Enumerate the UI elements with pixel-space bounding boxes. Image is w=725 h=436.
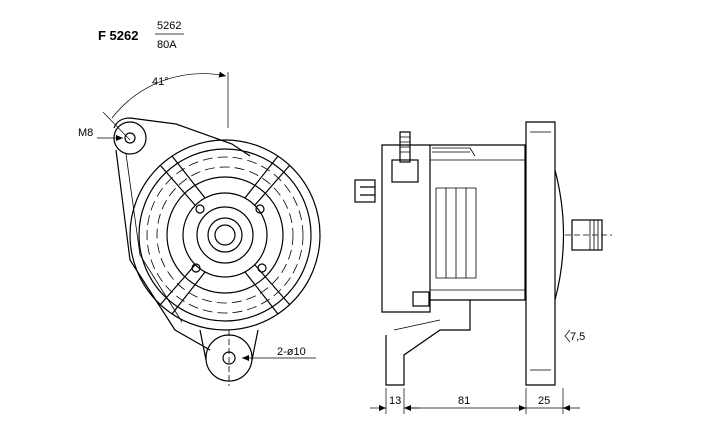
side-view: 7,5 13 81 25 [354, 121, 612, 414]
screw-ur [255, 204, 265, 214]
regulator-bolt [412, 291, 430, 307]
fan-cover [554, 169, 565, 301]
screw-ll [191, 263, 201, 273]
dim-mid-label: 81 [458, 395, 470, 407]
mounting-foot [385, 300, 471, 386]
screw-ul [195, 204, 205, 214]
fraction-bottom: 80A [157, 39, 177, 51]
side-terminal [354, 179, 376, 203]
stator-lines [430, 159, 525, 291]
header: F 5262 5262 80A [98, 20, 184, 51]
lower-ear-arms [199, 329, 259, 361]
cooling-fins-frame [436, 187, 476, 279]
stud-thread [400, 136, 410, 153]
part-number: F 5262 [98, 28, 138, 43]
fraction-top: 5262 [157, 20, 181, 32]
shaft-hole [214, 224, 236, 246]
spoke-upper-left [159, 155, 206, 206]
hub-mid [196, 206, 254, 264]
shaft-boss [207, 217, 243, 253]
front-flange [525, 121, 556, 386]
spoke-upper-right [244, 155, 291, 206]
housing-outer [129, 139, 321, 331]
upper-ear-hole [124, 132, 136, 144]
mounting-foot-inner [393, 319, 441, 331]
front-view: 41° M8 2-ø10 [78, 71, 321, 386]
thread-label: M8 [78, 127, 93, 139]
spoke-lower-right [244, 264, 291, 315]
hole-label: 2-ø10 [277, 346, 306, 358]
screw-lr [257, 263, 267, 273]
cooling-fins [435, 188, 477, 278]
spoke-lower-left [159, 264, 206, 315]
rear-cover [381, 144, 431, 313]
offset-label: 7,5 [570, 331, 585, 343]
stator-body [430, 144, 526, 301]
offset-tick-2 [564, 335, 571, 343]
angle-arc [111, 71, 227, 119]
wiring [432, 147, 476, 157]
offset-tick [564, 329, 571, 337]
dim-left-label: 13 [389, 395, 401, 407]
hub-outer [182, 192, 268, 278]
upper-ear [113, 117, 251, 157]
front-flange-detail [530, 131, 551, 371]
rotor-ring [166, 176, 284, 294]
cooling-slots-outer [146, 156, 304, 314]
housing-rim [138, 148, 312, 322]
dim-right-label: 25 [538, 395, 550, 407]
side-terminal-detail [360, 186, 375, 196]
terminal-nut [391, 159, 419, 183]
cooling-slots-inner [156, 166, 294, 304]
upper-ear-boss [113, 121, 147, 155]
angle-label: 41° [152, 76, 169, 88]
front-bracket-left [115, 149, 211, 351]
